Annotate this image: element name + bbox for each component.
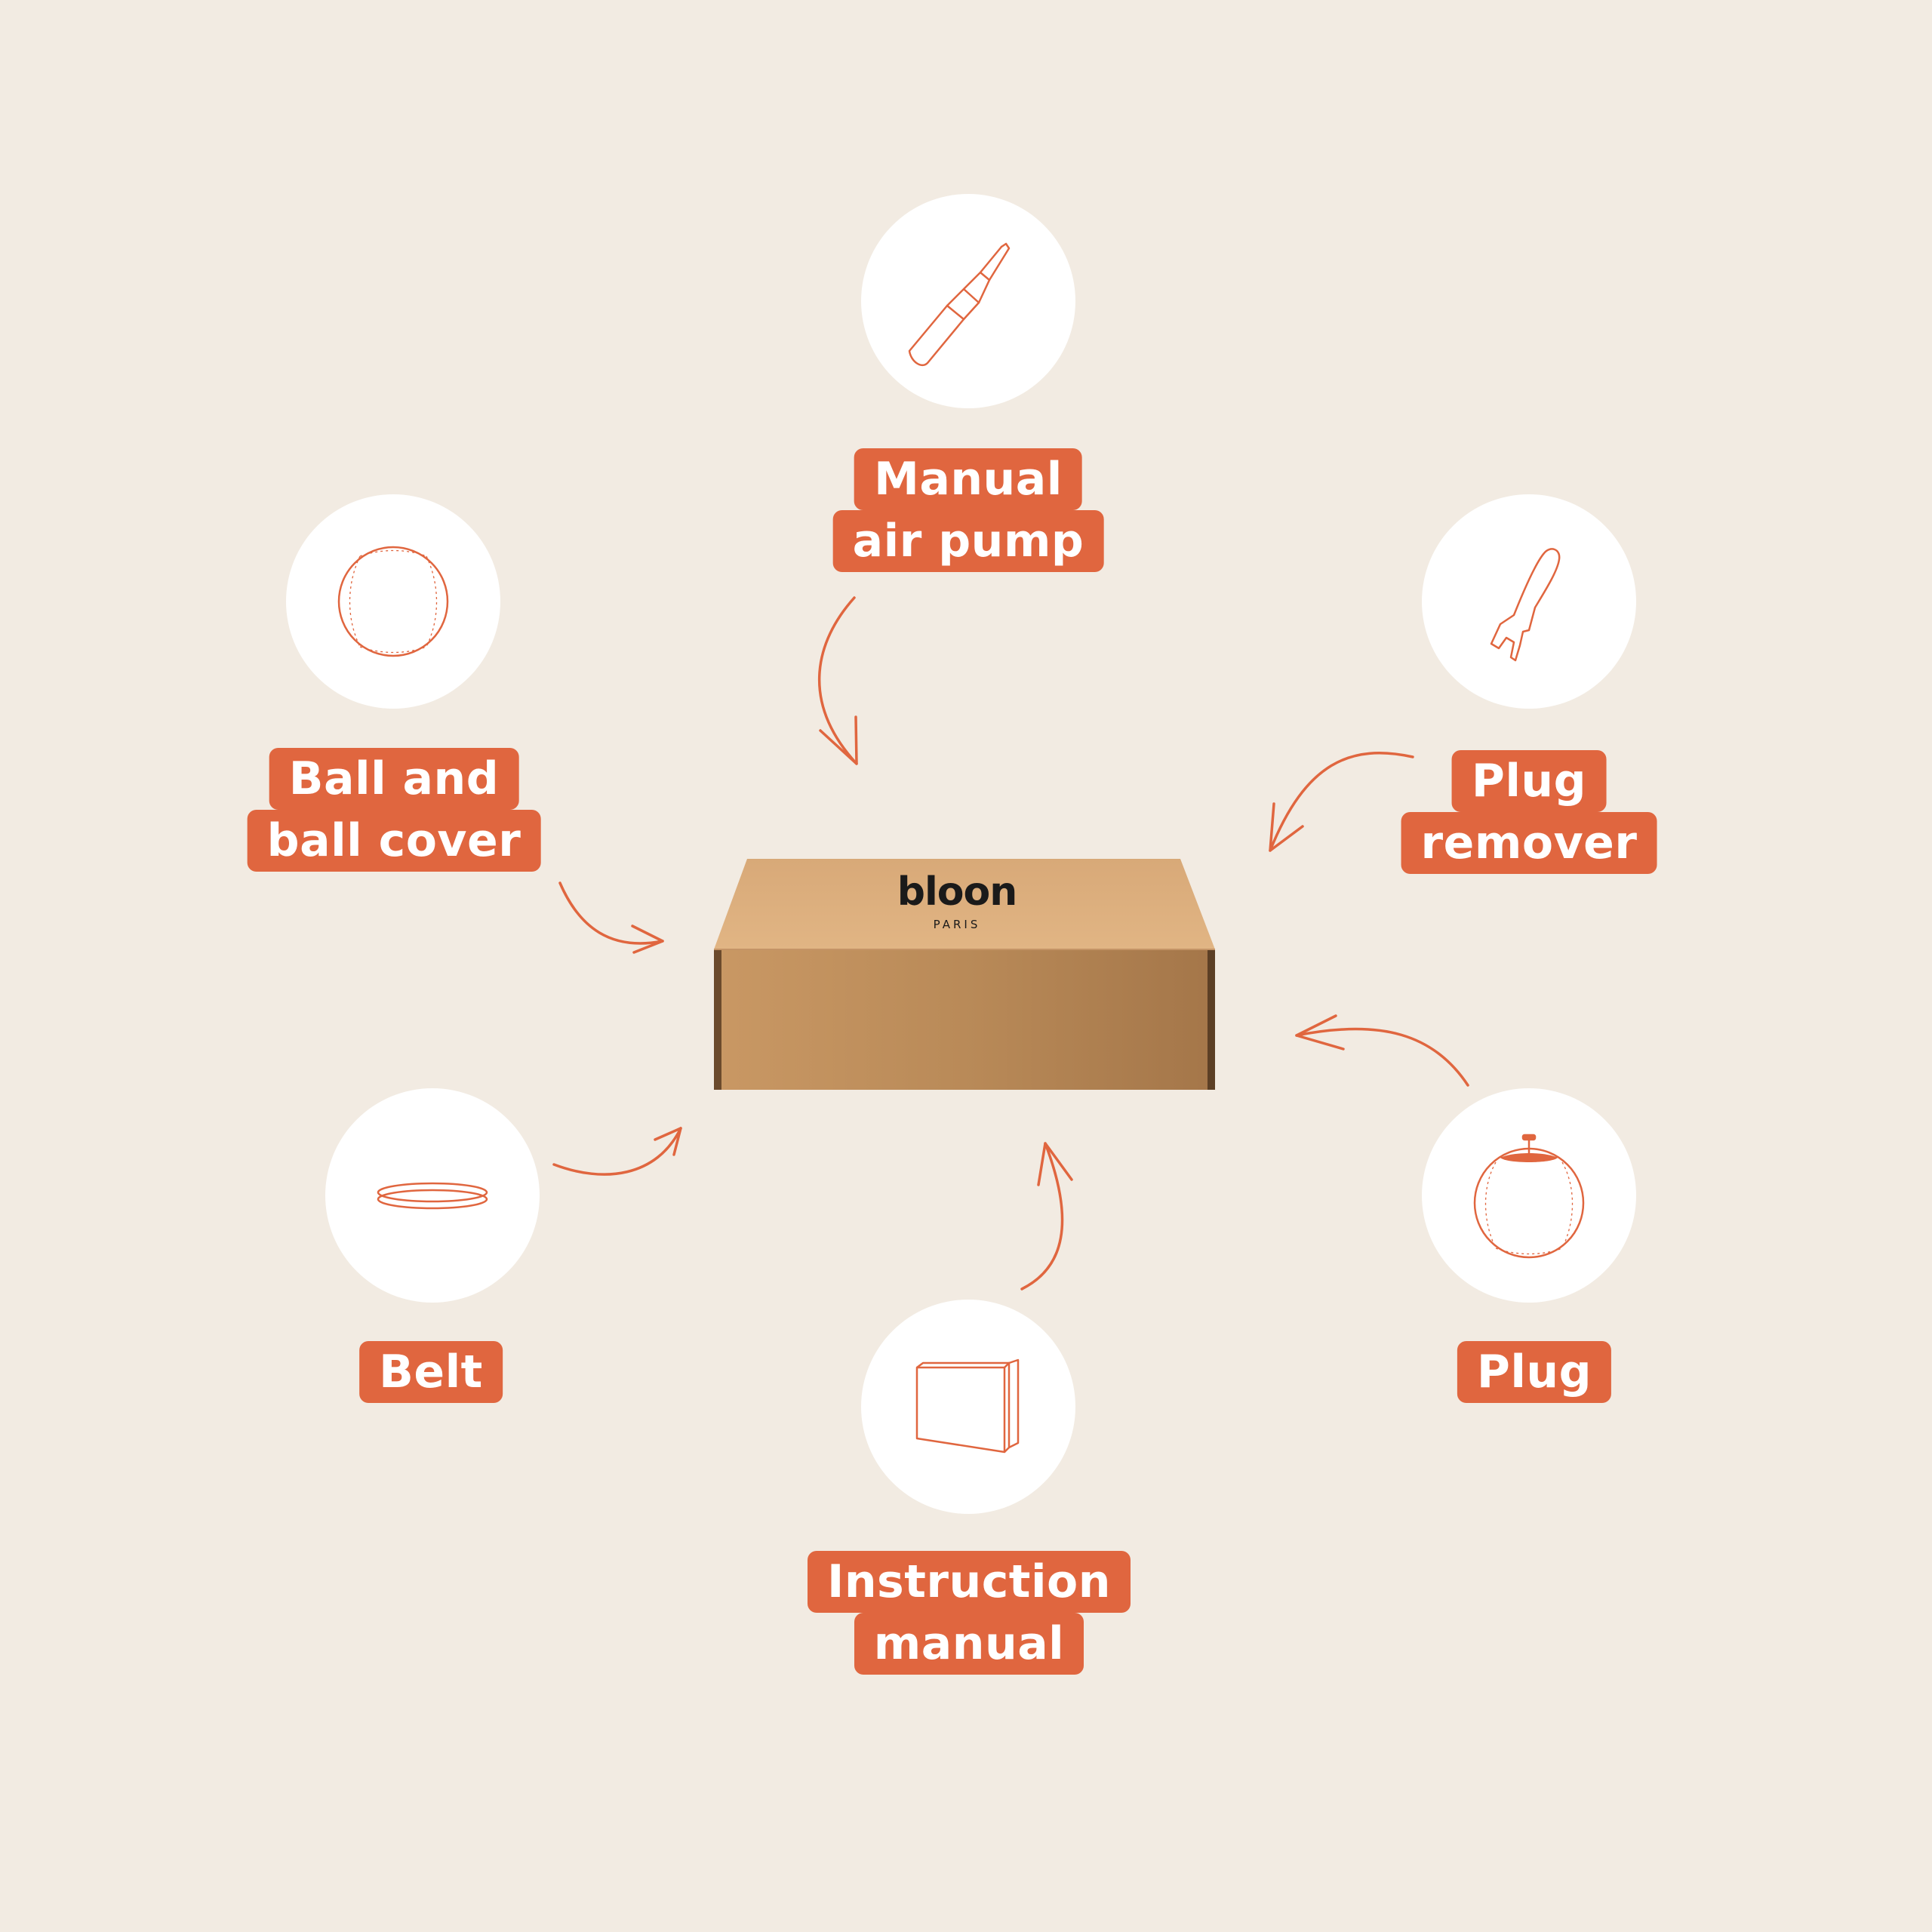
item-circle-plug [1422,1088,1636,1303]
arrow-plug-head [1295,1014,1345,1051]
box-brand-logo: bloon [897,869,1018,915]
item-circle-manual [861,1300,1075,1514]
label-line: Plug [1457,1341,1612,1403]
air-pump-icon [908,242,1011,367]
label-line: Ball and [269,748,519,810]
arrow-remover-head [1269,802,1304,852]
label-line: ball cover [247,810,541,872]
arrow-belt-head [654,1127,682,1156]
label-remover: Plug remover [1401,750,1657,874]
item-circle-remover [1422,494,1636,709]
label-line: manual [854,1613,1084,1675]
item-circle-pump [861,194,1075,408]
arrow-manual [1020,1142,1064,1291]
item-circle-ball [286,494,500,709]
label-line: Plug [1451,750,1607,812]
label-pump: Manual air pump [832,448,1104,572]
arrow-remover [1269,752,1414,852]
label-line: air pump [832,510,1104,572]
booklet-icon [915,1358,1020,1454]
label-manual: Instruction manual [808,1551,1131,1675]
plug-ball-icon [1473,1134,1585,1259]
label-line: Manual [854,448,1082,510]
arrow-manual-head [1037,1142,1073,1186]
label-line: remover [1401,812,1657,874]
label-belt: Belt [359,1341,503,1403]
plug-remover-icon [1490,548,1561,662]
box-brand-sub: PARIS [933,918,981,931]
arrow-ball [558,881,664,945]
arrow-pump-head [819,715,858,765]
arrow-ball-head [631,924,664,954]
cardboard-box [714,859,1215,1090]
arrow-plug [1295,1027,1469,1087]
label-plug: Plug [1457,1341,1612,1403]
arrow-pump [817,596,858,765]
ball-cover-icon [337,546,449,657]
label-line: Belt [359,1341,503,1403]
arrow-belt [552,1127,682,1176]
label-ball: Ball and ball cover [247,748,541,872]
label-line: Instruction [808,1551,1131,1613]
item-circle-belt [325,1088,540,1303]
belt-icon [377,1182,488,1210]
